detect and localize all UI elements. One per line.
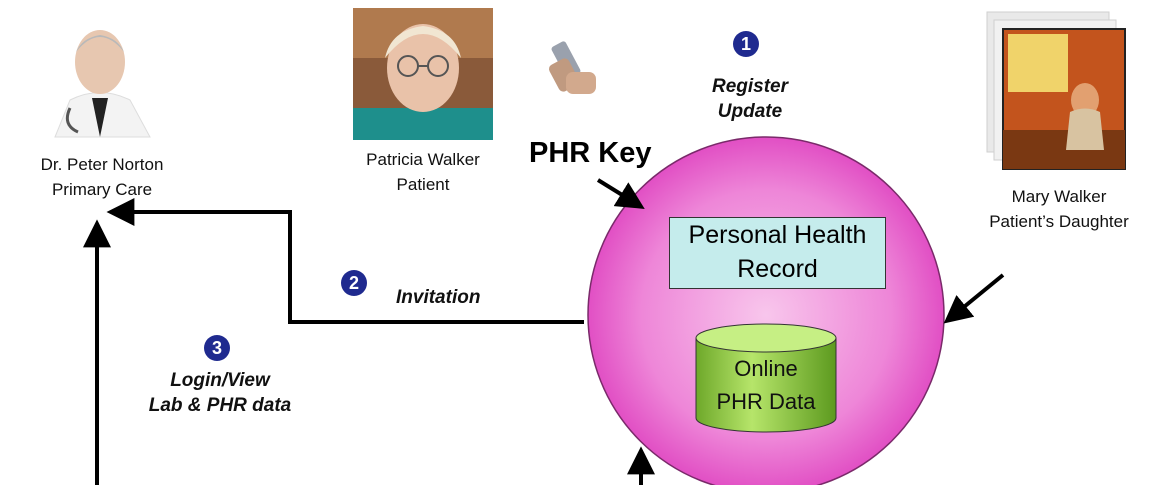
patient-name: Patricia Walker <box>366 150 480 169</box>
doctor-name: Dr. Peter Norton <box>40 155 164 174</box>
step-1-badge: 1 <box>733 31 759 57</box>
database-line-2: PHR Data <box>716 389 816 414</box>
step-3-line-2: Lab & PHR data <box>148 395 292 416</box>
daughter-photo <box>986 11 1126 170</box>
doctor-role: Primary Care <box>51 180 153 199</box>
online-phr-data-label: Online PHR Data <box>696 352 836 418</box>
step-2-line-1: Invitation <box>396 287 481 308</box>
patient-photo <box>353 8 493 140</box>
daughter-name: Mary Walker <box>1011 187 1107 206</box>
step-1-text: Register Update <box>680 74 820 124</box>
phr-system-circle <box>587 136 945 485</box>
database-cylinder-icon <box>695 323 837 433</box>
doctor-photo <box>32 12 172 138</box>
record-box-line-2: Record <box>737 255 818 283</box>
daughter-label: Mary Walker Patient’s Daughter <box>960 184 1158 234</box>
doctor-label: Dr. Peter Norton Primary Care <box>12 152 192 202</box>
personal-health-record-box: Personal Health Record <box>669 217 886 289</box>
usb-key-icon <box>549 41 596 94</box>
invitation-arrow <box>106 198 584 324</box>
phr-key-label: PHR Key <box>529 137 652 169</box>
step-2-badge: 2 <box>341 270 367 296</box>
record-box-line-1: Personal Health <box>688 221 867 249</box>
daughter-arrow <box>943 273 1005 324</box>
step-2-text: Invitation <box>396 285 546 310</box>
step-3-line-1: Login/View <box>170 370 270 391</box>
patient-label: Patricia Walker Patient <box>333 147 513 197</box>
step-3-text: Login/View Lab & PHR data <box>125 368 315 418</box>
database-line-1: Online <box>734 356 798 381</box>
patient-role: Patient <box>396 175 450 194</box>
phr-key-arrow <box>596 178 645 209</box>
step-3-badge: 3 <box>204 335 230 361</box>
step-1-line-2: Update <box>717 101 783 122</box>
step-1-line-1: Register <box>711 76 789 97</box>
daughter-role: Patient’s Daughter <box>989 212 1129 231</box>
